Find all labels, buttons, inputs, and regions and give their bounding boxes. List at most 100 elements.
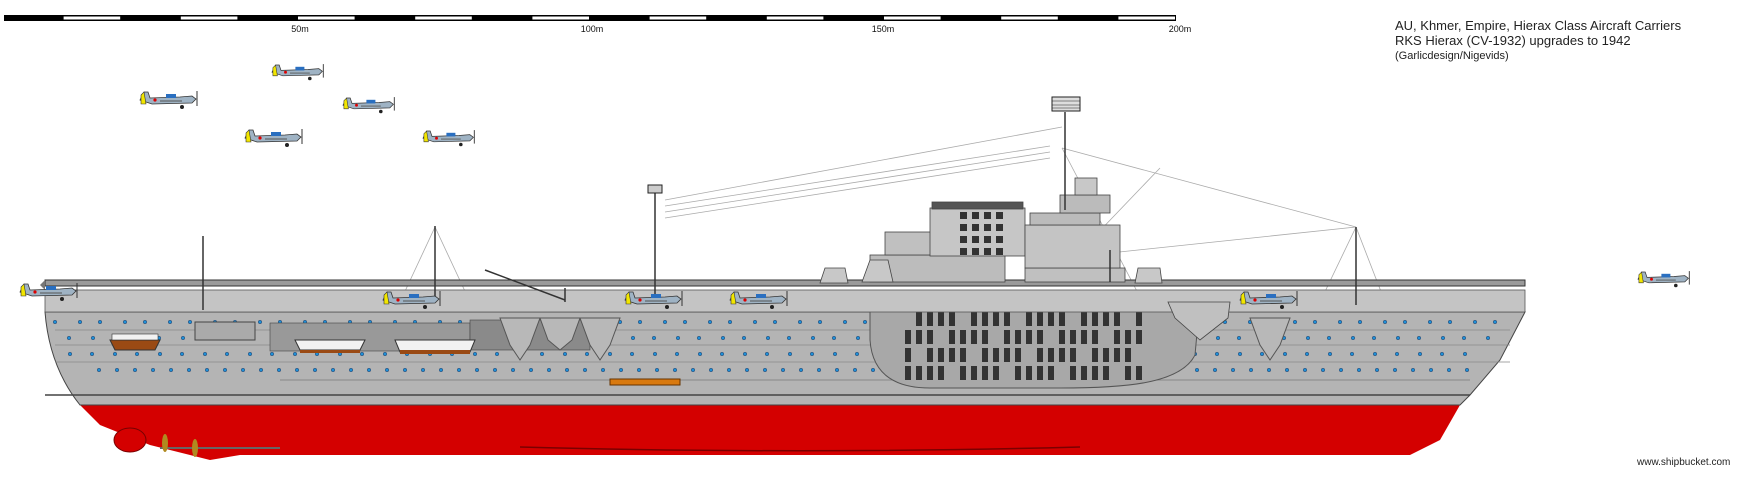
- ventilation-grille: [938, 348, 944, 362]
- porthole: [1284, 368, 1289, 373]
- porthole: [1374, 368, 1379, 373]
- porthole: [835, 368, 840, 373]
- porthole: [179, 352, 184, 357]
- porthole: [1259, 352, 1264, 357]
- porthole: [708, 320, 713, 325]
- ventilation-grille: [1136, 330, 1142, 344]
- porthole: [222, 368, 227, 373]
- porthole: [721, 336, 726, 341]
- ventilation-grille: [993, 366, 999, 380]
- aircraft: [271, 63, 324, 81]
- porthole: [1237, 352, 1242, 357]
- porthole: [134, 352, 139, 357]
- porthole: [798, 320, 803, 325]
- ventilation-grille: [1092, 366, 1098, 380]
- porthole: [1236, 336, 1241, 341]
- porthole: [742, 336, 747, 341]
- porthole: [53, 320, 58, 325]
- porthole: [1464, 368, 1469, 373]
- porthole: [96, 368, 101, 373]
- porthole: [247, 352, 252, 357]
- ventilation-grille: [1026, 330, 1032, 344]
- ventilation-grille: [927, 366, 933, 380]
- ventilation-grille: [1114, 312, 1120, 326]
- porthole: [157, 352, 162, 357]
- porthole: [1230, 368, 1235, 373]
- porthole: [421, 368, 426, 373]
- ventilation-grille: [905, 348, 911, 362]
- porthole: [1371, 336, 1376, 341]
- porthole: [745, 368, 750, 373]
- ventilation-grille: [1092, 330, 1098, 344]
- porthole: [258, 320, 263, 325]
- ventilation-grille: [1136, 312, 1142, 326]
- ventilation-grille: [1125, 366, 1131, 380]
- porthole: [631, 336, 636, 341]
- ventilation-grille: [1136, 366, 1142, 380]
- bridge-window: [984, 212, 991, 219]
- scale-label-150m: 150m: [871, 24, 895, 34]
- ventilation-grille: [1114, 330, 1120, 344]
- porthole: [608, 352, 613, 357]
- ventilation-grille: [971, 366, 977, 380]
- ventilation-grille: [1059, 312, 1065, 326]
- porthole: [1417, 352, 1422, 357]
- scale-label-50m: 50m: [291, 24, 309, 34]
- ventilation-grille: [1037, 330, 1043, 344]
- porthole: [810, 352, 815, 357]
- gun-sponsons: [499, 317, 1291, 361]
- scale-segment: [180, 16, 238, 20]
- ventilation-grille: [949, 330, 955, 344]
- porthole: [132, 368, 137, 373]
- ventilation-grille: [960, 330, 966, 344]
- porthole: [653, 352, 658, 357]
- porthole: [675, 352, 680, 357]
- aircraft: [342, 96, 395, 114]
- ventilation-grille: [1059, 330, 1065, 344]
- porthole: [817, 368, 822, 373]
- porthole: [1214, 352, 1219, 357]
- porthole: [122, 320, 127, 325]
- porthole: [753, 320, 758, 325]
- porthole: [853, 368, 858, 373]
- mast-radar: [647, 184, 663, 194]
- porthole: [547, 368, 552, 373]
- porthole: [856, 336, 861, 341]
- ventilation-grille: [905, 330, 911, 344]
- hangar-gallery: [44, 289, 1526, 313]
- ventilation-grille: [1070, 366, 1076, 380]
- ship-name: RKS Hierax (CV-1932) upgrades to 1942: [1395, 33, 1631, 48]
- porthole: [112, 352, 117, 357]
- propellers: [113, 427, 280, 457]
- porthole: [697, 336, 702, 341]
- porthole: [1402, 320, 1407, 325]
- ventilation-grille: [1048, 366, 1054, 380]
- porthole: [673, 368, 678, 373]
- porthole: [473, 352, 478, 357]
- porthole: [763, 368, 768, 373]
- bridge-window: [972, 212, 979, 219]
- porthole: [843, 320, 848, 325]
- ventilation-grille: [1015, 348, 1021, 362]
- ventilation-grille: [938, 312, 944, 326]
- author-credit: (Garlicdesign/Nigevids): [1395, 50, 1509, 62]
- scale-segment: [415, 16, 472, 20]
- ventilation-grille: [927, 348, 933, 362]
- porthole: [1440, 336, 1445, 341]
- porthole: [1372, 352, 1377, 357]
- ventilation-grille: [1015, 330, 1021, 344]
- porthole: [1248, 368, 1253, 373]
- aircraft: [422, 129, 475, 147]
- scale-segment: [532, 16, 589, 20]
- shipbucket-credit: www.shipbucket.com: [1637, 457, 1731, 468]
- bridge-window: [972, 224, 979, 231]
- porthole: [583, 368, 588, 373]
- porthole: [186, 368, 191, 373]
- porthole: [77, 320, 82, 325]
- porthole: [563, 352, 568, 357]
- porthole: [1428, 368, 1433, 373]
- drawing-title: AU, Khmer, Empire, Hierax Class Aircraft…: [1395, 18, 1682, 33]
- ventilation-grille: [1125, 330, 1131, 344]
- aircraft: [139, 90, 198, 110]
